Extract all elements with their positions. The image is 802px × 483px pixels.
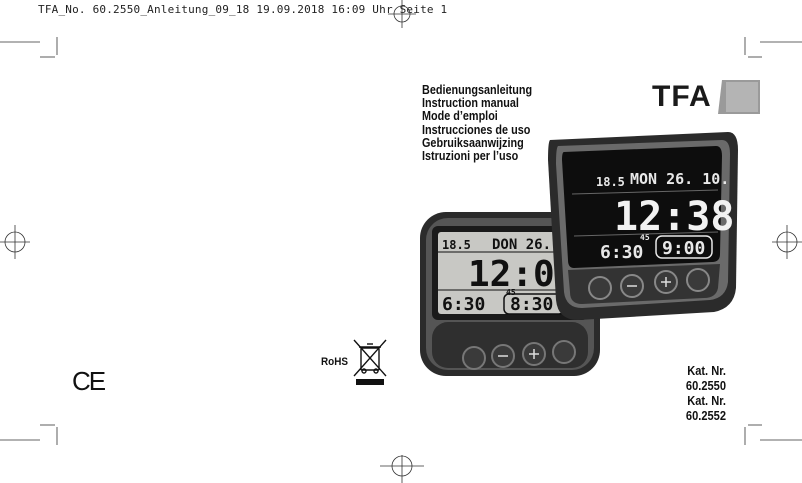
large-alarm2-button-icon	[686, 268, 710, 292]
large-alarm1-button-icon	[588, 276, 612, 300]
tfa-logo-text: TFA	[652, 80, 712, 113]
title-nl: Gebruiksaanwijzing	[422, 135, 524, 150]
small-clock-temperature: 18.5	[442, 238, 471, 252]
manual-title-list: Bedienungsanleitung Instruction manual M…	[422, 83, 533, 164]
rohs-label: RoHS	[321, 356, 348, 368]
small-clock-seconds: 45	[506, 288, 516, 297]
large-clock-alarm1: 6:30	[600, 242, 643, 263]
large-clock-temperature: 18.5	[596, 175, 625, 189]
large-clock-date: MON 26. 10.	[630, 170, 729, 188]
ce-mark: CE	[72, 366, 106, 396]
crossed-bin-icon	[353, 339, 387, 385]
title-fr: Mode d’emploi	[422, 109, 498, 124]
print-slug-line: TFA_No. 60.2550_Anleitung_09_18 19.09.20…	[38, 3, 448, 16]
large-clock-alarm2: 9:00	[662, 238, 705, 259]
small-alarm2-button-icon	[552, 340, 576, 364]
title-es: Instrucciones de uso	[422, 122, 531, 137]
catalog-numbers: Kat. Nr. 60.2550 Kat. Nr. 60.2552	[647, 364, 726, 424]
small-clock-alarm1: 6:30	[442, 294, 485, 315]
catalog-number-1: Kat. Nr. 60.2550	[685, 364, 726, 393]
alarm-clocks-photo: 18.5 DON 26. 12:0 45 6:30 8:30 18.5 MON …	[420, 132, 738, 376]
title-en: Instruction manual	[422, 96, 519, 111]
large-clock: 18.5 MON 26. 10. 12:38 45 6:30 9:00	[548, 132, 738, 320]
small-clock-date: DON 26.	[492, 237, 551, 253]
tfa-logo	[718, 80, 760, 114]
catalog-number-2: Kat. Nr. 60.2552	[685, 394, 726, 423]
small-clock-alarm2: 8:30	[510, 294, 553, 315]
small-clock-time: 12:0	[468, 254, 555, 295]
small-alarm1-button-icon	[462, 346, 486, 370]
title-it: Istruzioni per l’uso	[422, 149, 519, 164]
large-clock-seconds: 45	[640, 233, 650, 242]
title-de: Bedienungsanleitung	[422, 83, 533, 97]
small-clock: 18.5 DON 26. 12:0 45 6:30 8:30	[420, 212, 600, 376]
